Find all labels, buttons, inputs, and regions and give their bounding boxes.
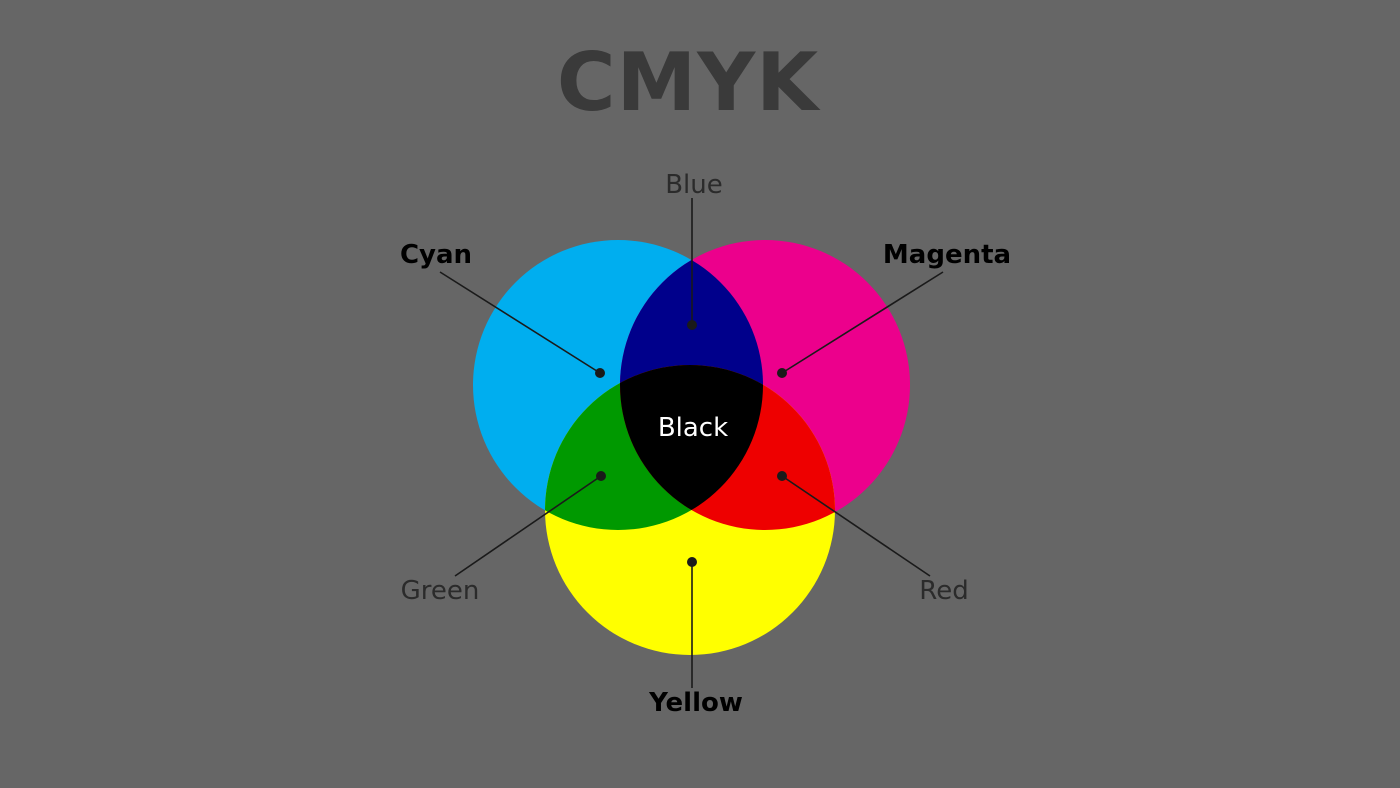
yellow-label: Yellow (648, 688, 743, 718)
green-dot (596, 471, 606, 481)
magenta-label: Magenta (883, 240, 1011, 270)
black-label: Black (658, 413, 728, 443)
blue-dot (687, 320, 697, 330)
cyan-dot (595, 368, 605, 378)
green-leader (454, 475, 602, 577)
yellow-dot (687, 557, 697, 567)
red-dot (777, 471, 787, 481)
magenta-leader (781, 271, 944, 374)
cyan-label: Cyan (400, 240, 472, 270)
magenta-dot (777, 368, 787, 378)
green-label: Green (401, 576, 480, 606)
page-title: CMYK (557, 36, 821, 129)
blue-label: Blue (665, 170, 723, 200)
red-label: Red (919, 576, 968, 606)
red-leader (781, 475, 931, 577)
cyan-leader (439, 271, 601, 374)
